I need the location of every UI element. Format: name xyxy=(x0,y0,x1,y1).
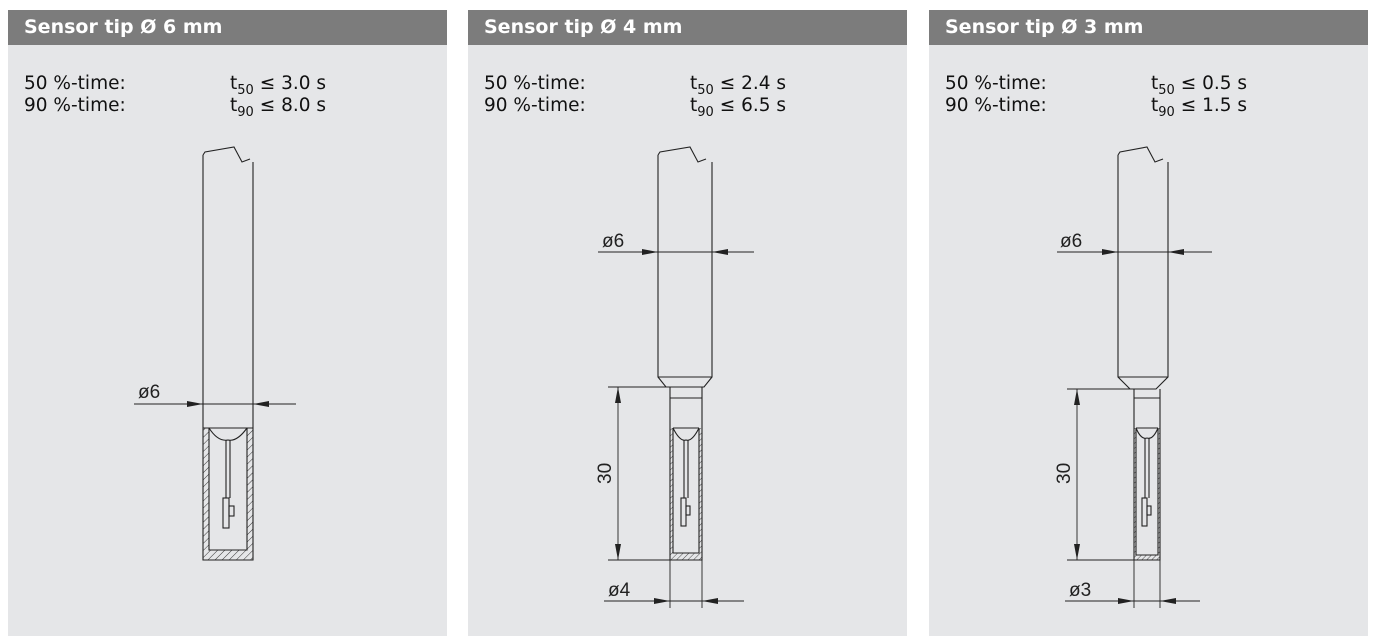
tip-diameter-dimension: ø3 xyxy=(1065,560,1200,608)
sensor-drawing-4mm: ø6 30 ø4 xyxy=(595,146,754,608)
tip-diameter-label: ø4 xyxy=(608,580,631,601)
length-label: 30 xyxy=(595,463,616,484)
t90-label: 90 %-time: xyxy=(484,95,586,116)
shaft-diameter-label: ø6 xyxy=(602,231,624,252)
t50-label: 50 %-time: xyxy=(945,73,1047,94)
shaft-diameter-dimension: ø6 xyxy=(598,231,754,255)
probe-body xyxy=(202,146,254,561)
t50-value: t50 ≤ 3.0 s xyxy=(230,73,327,98)
t90-label: 90 %-time: xyxy=(945,95,1047,116)
probe-body xyxy=(1117,146,1169,561)
t50-label: 50 %-time: xyxy=(24,73,126,94)
t50-value: t50 ≤ 0.5 s xyxy=(1151,73,1248,98)
t50-value: t50 ≤ 2.4 s xyxy=(690,73,787,98)
t90-value: t90 ≤ 8.0 s xyxy=(230,95,327,120)
sensor-drawing-6mm: ø6 xyxy=(134,146,296,561)
t90-value: t90 ≤ 1.5 s xyxy=(1151,95,1248,120)
panel-title: Sensor tip Ø 4 mm xyxy=(468,10,907,45)
sensor-drawing-3mm: ø6 30 ø3 xyxy=(1054,146,1212,608)
tip-diameter-label: ø3 xyxy=(1069,580,1091,601)
sensor-panel-3mm: Sensor tip Ø 3 mm 50 %-time: 90 %-time: … xyxy=(929,10,1368,636)
tip-diameter-label: ø6 xyxy=(138,382,160,403)
t50-label: 50 %-time: xyxy=(484,73,586,94)
tip-diameter-dimension: ø4 xyxy=(604,560,744,608)
length-dimension: 30 xyxy=(1054,388,1134,561)
tip-diameter-dimension: ø6 xyxy=(134,382,296,407)
probe-body xyxy=(657,146,713,561)
sensor-panel-4mm: Sensor tip Ø 4 mm 50 %-time: 90 %-time: … xyxy=(468,10,907,636)
t90-value: t90 ≤ 6.5 s xyxy=(690,95,787,120)
shaft-diameter-dimension: ø6 xyxy=(1057,231,1212,255)
t90-label: 90 %-time: xyxy=(24,95,126,116)
sensor-panel-6mm: Sensor tip Ø 6 mm 50 %-time: 90 %-time: … xyxy=(8,10,447,636)
shaft-diameter-label: ø6 xyxy=(1060,231,1082,252)
panel-title: Sensor tip Ø 6 mm xyxy=(8,10,447,45)
length-dimension: 30 xyxy=(595,386,670,561)
panel-title: Sensor tip Ø 3 mm xyxy=(929,10,1368,45)
length-label: 30 xyxy=(1054,463,1075,484)
